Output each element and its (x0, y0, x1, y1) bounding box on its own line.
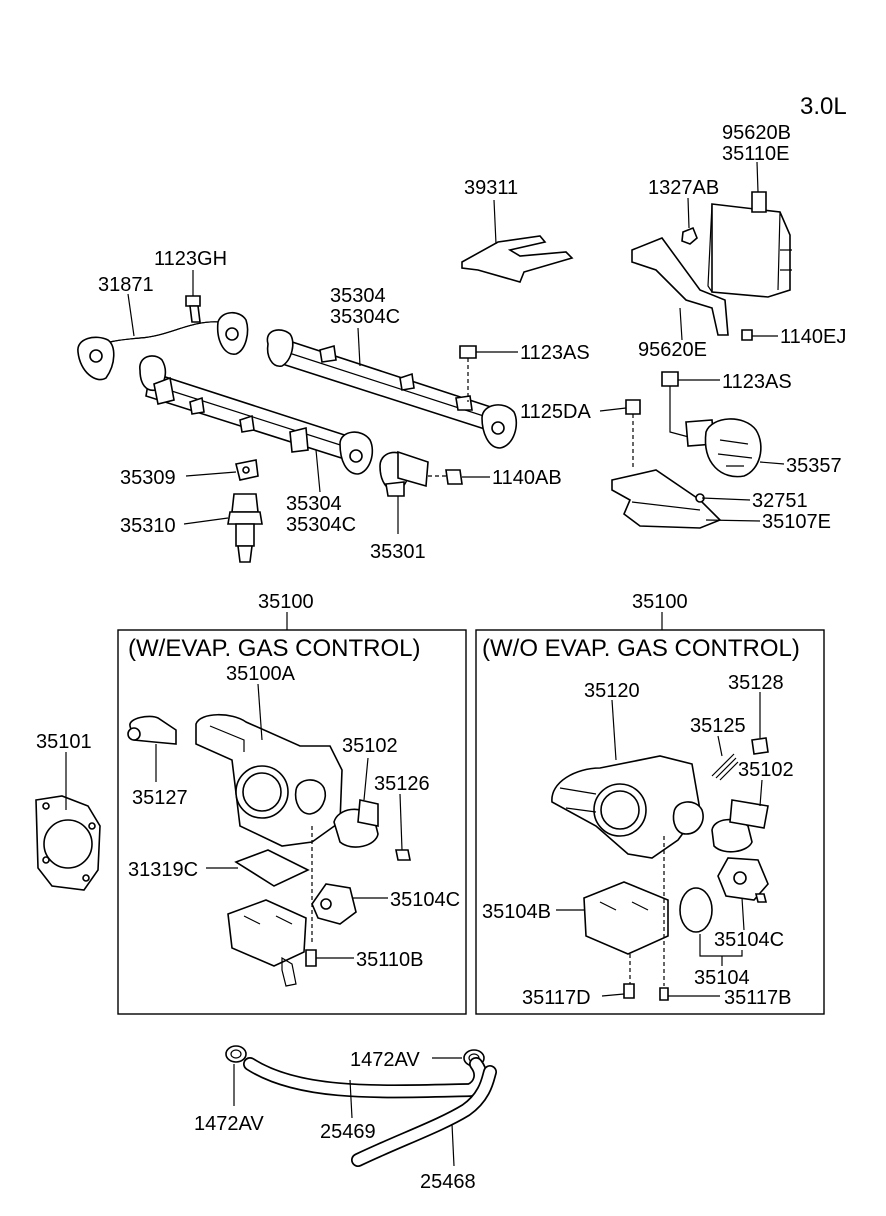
ecu-module (707, 191, 792, 298)
right-section-title: (W/O EVAP. GAS CONTROL) (482, 635, 800, 662)
bracket-39311 (461, 235, 574, 283)
ecu-bracket (631, 237, 729, 336)
label-95620b: 95620B (722, 122, 791, 144)
clip-35309 (235, 459, 259, 481)
label-35310: 35310 (120, 515, 176, 537)
engine-label: 3.0L (800, 93, 847, 120)
left-section-title: (W/EVAP. GAS CONTROL) (128, 635, 421, 662)
label-35100a: 35100A (226, 663, 296, 685)
right-section-box (475, 629, 825, 1015)
label-1472av-right: 1472AV (350, 1049, 420, 1071)
screw-35110b (305, 949, 317, 967)
label-35127: 35127 (132, 787, 188, 809)
label-35126: 35126 (374, 773, 430, 795)
label-35304c-bot: 35304C (286, 514, 356, 536)
sensor-35357 (685, 418, 762, 478)
label-35110b: 35110B (356, 949, 423, 971)
label-31871: 31871 (98, 274, 154, 296)
label-1123as-b: 1123AS (722, 371, 792, 393)
label-35104b: 35104B (482, 901, 551, 923)
bolt-1123as-a (459, 345, 477, 402)
screw-1140ej (741, 329, 753, 341)
label-35117b: 35117B (724, 987, 791, 1009)
label-35110e: 35110E (722, 143, 789, 165)
housing-35104b (583, 881, 669, 955)
hose-25469 (243, 1057, 488, 1099)
label-35104: 35104 (694, 967, 750, 989)
label-35304c-top: 35304C (330, 306, 400, 328)
label-35125: 35125 (690, 715, 746, 737)
label-31319c: 31319C (128, 859, 198, 881)
label-35117d: 35117D (522, 987, 591, 1009)
fuel-rail-upper (266, 329, 518, 449)
label-1472av-left: 1472AV (194, 1113, 264, 1135)
bolt-1125da (625, 399, 641, 470)
label-1327ab: 1327AB (648, 177, 719, 199)
cap-35128 (751, 737, 769, 755)
label-35101: 35101 (36, 731, 92, 753)
throttle-body-35100a (195, 713, 343, 847)
screw-35126 (395, 849, 411, 861)
label-1125da: 1125DA (520, 401, 591, 423)
label-35120: 35120 (584, 680, 640, 702)
label-32751: 32751 (752, 490, 808, 512)
label-35104c-left: 35104C (390, 889, 460, 911)
sensor-35102-left (333, 799, 379, 848)
gasket-31319c (234, 849, 310, 887)
label-35304-top: 35304 (330, 285, 386, 307)
fitting-35127 (127, 715, 177, 745)
left-section-number: 35100 (258, 591, 314, 613)
actuator-35104c-left (311, 883, 357, 925)
label-35104c-right: 35104C (714, 929, 784, 951)
screw-35117b (659, 987, 669, 1001)
sensor-35102-right (711, 799, 769, 853)
label-35102-right: 35102 (738, 759, 794, 781)
gasket-35104 (679, 887, 713, 933)
nut-1327ab (681, 226, 698, 245)
fuel-pipe-31871 (77, 311, 249, 381)
label-35301: 35301 (370, 541, 426, 563)
actuator-35104c-right (717, 857, 769, 903)
pressure-regulator-35301 (379, 450, 429, 497)
left-section-box (117, 629, 467, 1015)
label-35309: 35309 (120, 467, 176, 489)
spring-35125 (711, 753, 739, 781)
label-35128: 35128 (728, 672, 784, 694)
housing-left (227, 899, 307, 987)
gasket-35101 (35, 795, 101, 891)
bolt-1140ab (428, 469, 463, 485)
label-35304-bot: 35304 (286, 493, 342, 515)
screw-35117d (623, 983, 635, 999)
fuel-rail-lower (139, 355, 374, 475)
label-1140ej: 1140EJ (780, 326, 846, 348)
label-35102-left: 35102 (342, 735, 398, 757)
injector-35310 (227, 493, 263, 563)
right-section-number: 35100 (632, 591, 688, 613)
label-25468: 25468 (420, 1171, 476, 1193)
label-1123as-a: 1123AS (520, 342, 590, 364)
label-35107e: 35107E (762, 511, 831, 533)
clamp-1472av-left (225, 1045, 247, 1063)
label-25469: 25469 (320, 1121, 376, 1143)
bolt-1123gh (185, 295, 201, 323)
throttle-body-35120 (551, 755, 704, 859)
hose-25468 (351, 1065, 497, 1167)
label-95620e: 95620E (638, 339, 707, 361)
label-35357: 35357 (786, 455, 842, 477)
label-1123gh: 1123GH (154, 248, 227, 270)
label-1140ab: 1140AB (492, 467, 562, 489)
label-39311: 39311 (464, 177, 518, 199)
bracket-35107e (611, 469, 722, 529)
